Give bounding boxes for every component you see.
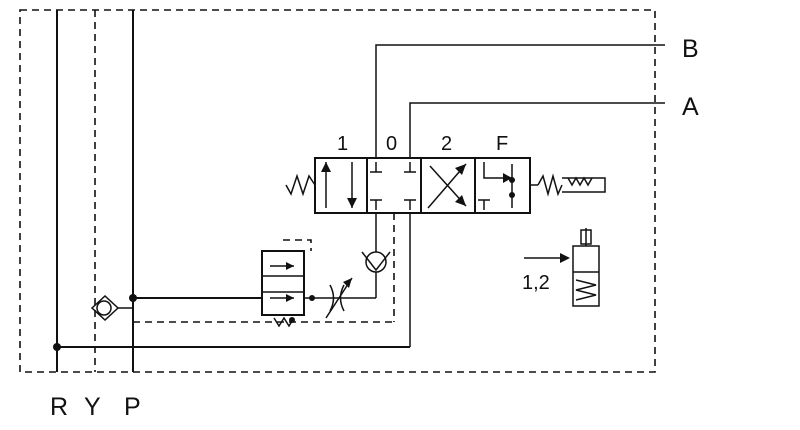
port-label-p: P [124, 393, 141, 421]
valve-actuator [530, 173, 606, 197]
port-label-r: R [50, 393, 68, 421]
directional-valve [314, 157, 531, 214]
pressure-reducing-valve [261, 239, 312, 328]
line-b [375, 44, 665, 158]
port-label-b: B [682, 35, 699, 63]
valve-return-spring [285, 173, 316, 197]
check-valve [361, 251, 391, 298]
actuation-label: 1,2 [522, 272, 550, 294]
position-label-f: F [496, 133, 508, 155]
port-label-y: Y [84, 393, 101, 421]
position-label-1: 1 [337, 133, 348, 155]
position-label-2: 2 [441, 133, 452, 155]
shuttle-valve [90, 294, 133, 322]
position-label-0: 0 [386, 133, 397, 155]
valve-assembly-boundary [19, 9, 656, 373]
hand-lever-actuator-icon [524, 228, 600, 307]
port-label-a: A [682, 93, 699, 121]
line-a [409, 102, 665, 158]
